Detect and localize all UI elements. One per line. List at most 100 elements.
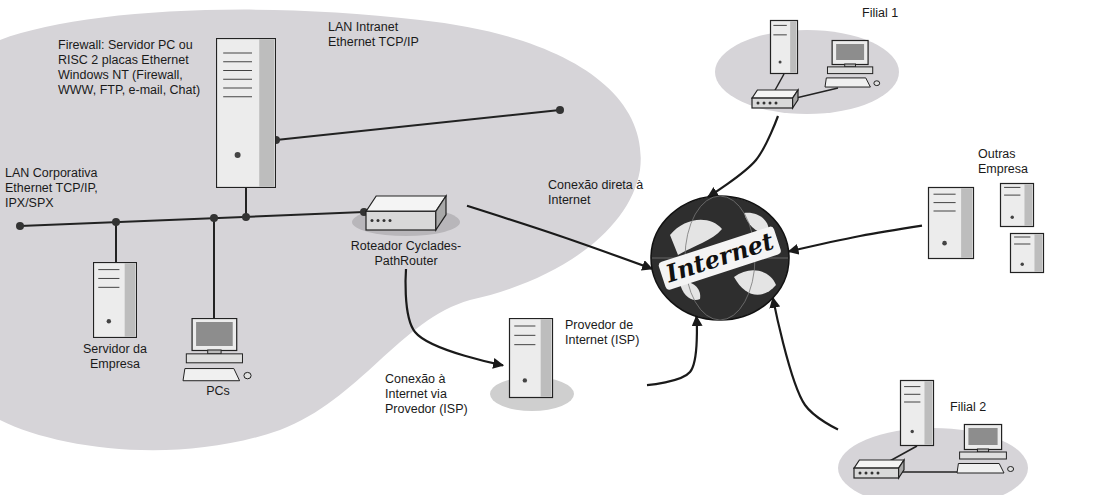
drawing-part bbox=[1034, 234, 1042, 272]
drawing-part bbox=[763, 101, 766, 104]
connection-arrow bbox=[406, 269, 503, 365]
node-label: Roteador Cyclades-PathRouter bbox=[345, 239, 467, 269]
partner-site: Outras Empresa bbox=[922, 145, 1052, 275]
drawing-part bbox=[510, 319, 553, 398]
drawing-part bbox=[827, 67, 872, 74]
drawing-part bbox=[98, 287, 119, 288]
device-icon bbox=[838, 376, 1038, 495]
drawing-part bbox=[859, 471, 862, 474]
bus-junction bbox=[210, 214, 218, 222]
drawing-part bbox=[514, 335, 535, 336]
drawing-part bbox=[1008, 467, 1014, 472]
drawing-part bbox=[901, 381, 934, 446]
drawing-part bbox=[790, 21, 796, 73]
drawing-part bbox=[371, 219, 374, 222]
node-label: Servidor da Empresa bbox=[72, 342, 158, 372]
device-icon bbox=[712, 4, 912, 116]
drawing-part bbox=[223, 61, 252, 62]
drawing-part bbox=[223, 88, 252, 89]
drawing-part bbox=[1004, 187, 1020, 188]
node-label: Firewall: Servidor PC ou RISC 2 placas E… bbox=[58, 38, 208, 98]
drawing-part bbox=[960, 452, 1007, 459]
drawing-part bbox=[796, 88, 838, 98]
connection-arrow bbox=[708, 116, 778, 197]
pc-workstation: PCs bbox=[178, 318, 258, 399]
internet-globe: Internet bbox=[650, 195, 790, 321]
drawing-part bbox=[773, 34, 786, 35]
drawing-part bbox=[541, 319, 552, 397]
drawing-part bbox=[192, 319, 237, 351]
bus-junction bbox=[242, 213, 250, 221]
drawing-part bbox=[929, 184, 1044, 273]
drawing-part bbox=[183, 369, 240, 381]
drawing-part bbox=[98, 269, 119, 270]
drawing-part bbox=[523, 378, 527, 382]
drawing-part bbox=[934, 211, 956, 212]
branch-site: Filial 2 bbox=[838, 376, 1038, 495]
drawing-part bbox=[934, 202, 956, 203]
drawing-part bbox=[715, 21, 899, 115]
branch-site: Filial 1 bbox=[712, 4, 912, 116]
drawing-part bbox=[208, 350, 221, 354]
drawing-part bbox=[899, 460, 904, 478]
drawing-part bbox=[961, 188, 972, 258]
drawing-part bbox=[223, 70, 252, 71]
drawing-part bbox=[223, 79, 252, 80]
drawing-part bbox=[1004, 195, 1020, 196]
drawing-part bbox=[871, 471, 874, 474]
drawing-part bbox=[383, 219, 386, 222]
connection-arrow bbox=[467, 206, 652, 269]
drawing-part bbox=[366, 196, 446, 211]
drop-wire bbox=[213, 218, 215, 318]
drawing-part bbox=[125, 263, 136, 337]
connection-arrow bbox=[773, 298, 838, 430]
connection-arrow bbox=[647, 316, 697, 385]
drawing-part bbox=[752, 90, 798, 98]
isp-server: Provedor de Internet (ISP) bbox=[503, 318, 647, 404]
connection-label: Conexão direta à Internet bbox=[548, 178, 660, 208]
drawing-part bbox=[98, 278, 119, 279]
label-column: PCs bbox=[178, 384, 258, 399]
drawing-part bbox=[183, 319, 251, 381]
node-label: Filial 1 bbox=[862, 6, 916, 21]
drawing-part bbox=[514, 344, 535, 345]
drawing-part bbox=[836, 44, 864, 60]
label-column: Provedor de Internet (ISP) bbox=[565, 318, 647, 348]
drawing-part bbox=[1021, 263, 1024, 266]
drawing-part bbox=[793, 90, 798, 108]
drawing-part bbox=[259, 39, 274, 187]
device-icon bbox=[216, 38, 276, 188]
drawing-part bbox=[1014, 244, 1030, 245]
drawing-part bbox=[769, 101, 772, 104]
drawing-part bbox=[832, 41, 868, 65]
drawing-part bbox=[223, 96, 252, 97]
drawing-part bbox=[865, 471, 868, 474]
drawing-part bbox=[825, 78, 870, 87]
node-label: Provedor de Internet (ISP) bbox=[565, 318, 647, 348]
drawing-part bbox=[94, 263, 137, 338]
drawing-part bbox=[904, 402, 920, 403]
drawing-part bbox=[911, 430, 914, 433]
label-column: Roteador Cyclades-PathRouter bbox=[345, 239, 467, 269]
intranet-bus bbox=[276, 110, 560, 140]
drawing-part bbox=[1001, 184, 1034, 227]
drawing-part bbox=[757, 101, 760, 104]
drawing-part bbox=[235, 152, 241, 158]
device-icon bbox=[93, 262, 137, 338]
drawing-part bbox=[774, 74, 784, 92]
drawing-part bbox=[1014, 237, 1030, 238]
node-label: Outras Empresa bbox=[978, 147, 1042, 177]
connection-arrow bbox=[789, 226, 922, 252]
drawing-part bbox=[779, 61, 782, 64]
drawing-part bbox=[929, 188, 974, 259]
device-icon bbox=[182, 318, 254, 382]
node-label: Filial 2 bbox=[950, 400, 1006, 415]
node-label: PCs bbox=[178, 384, 258, 399]
label-column: Servidor da Empresa bbox=[72, 342, 158, 372]
bus-junction bbox=[556, 106, 564, 114]
drawing-part bbox=[874, 81, 880, 86]
drawing-part bbox=[366, 211, 436, 230]
drawing-part bbox=[1024, 184, 1032, 226]
drawing-part bbox=[436, 196, 446, 230]
drawing-part bbox=[186, 354, 242, 363]
